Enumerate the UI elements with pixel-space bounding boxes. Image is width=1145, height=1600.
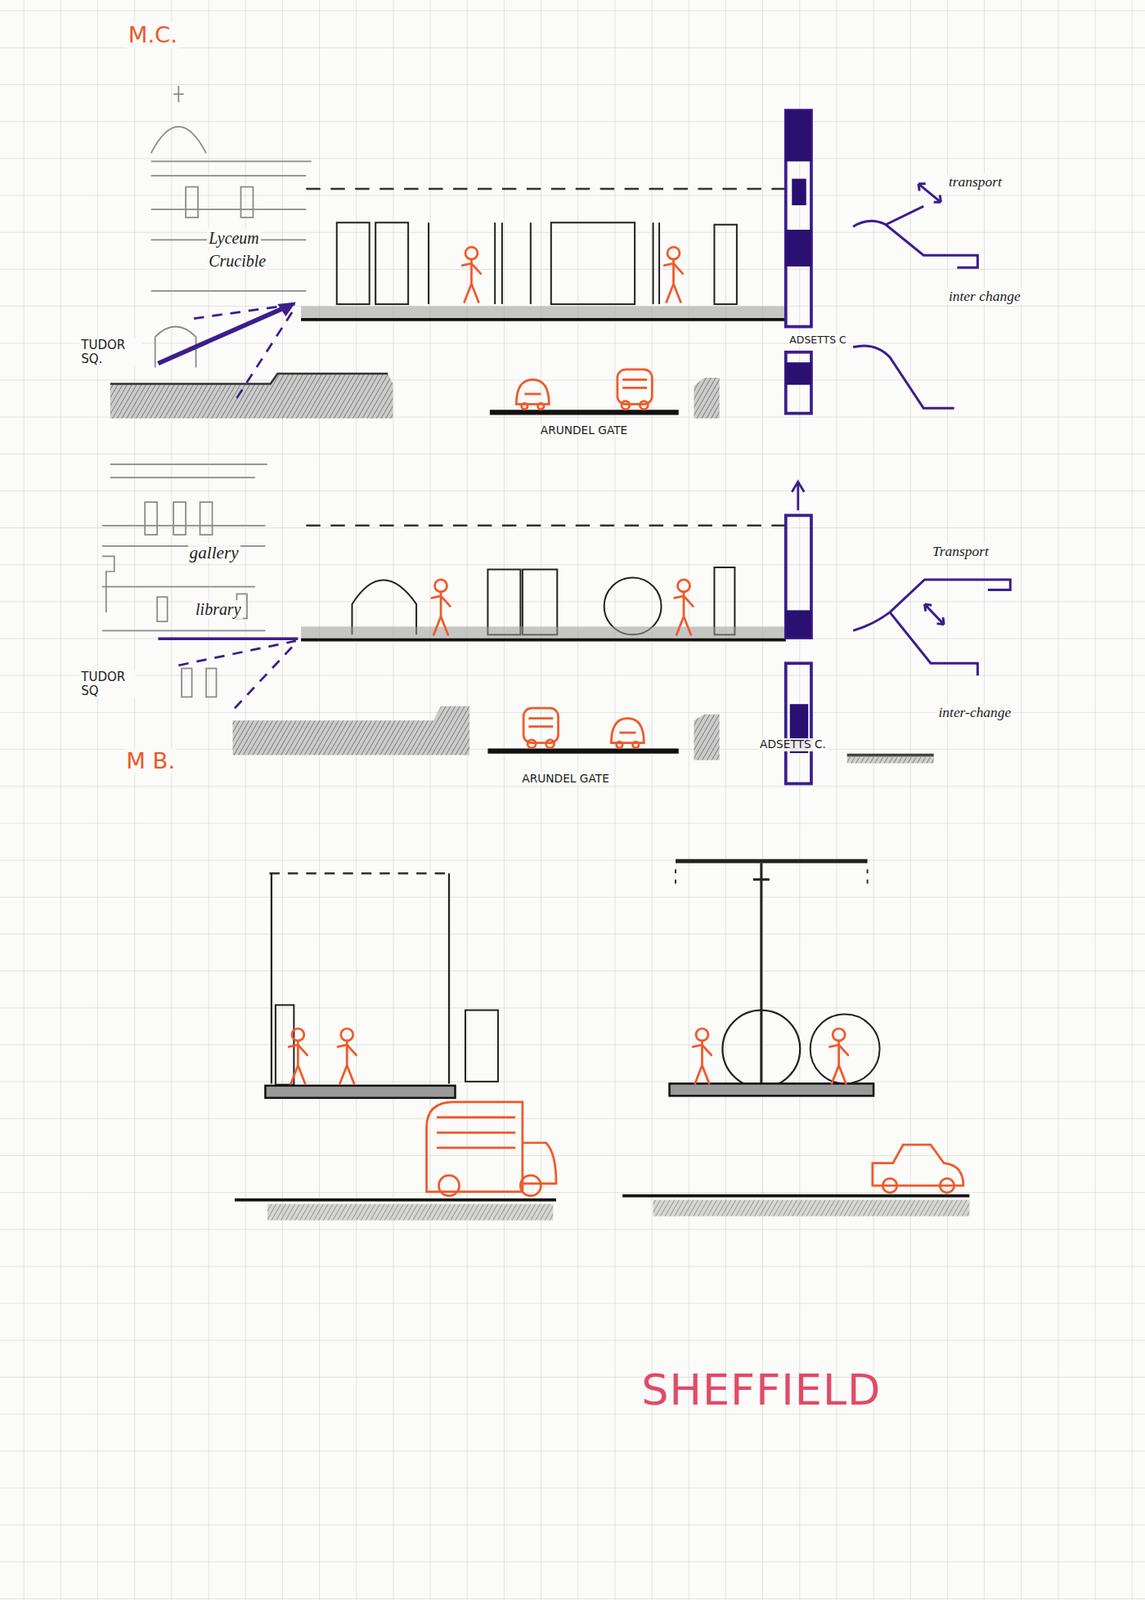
deck-shading bbox=[300, 626, 786, 641]
sketch-label: transport bbox=[947, 173, 1004, 190]
sketch-label: inter-change bbox=[936, 704, 1013, 721]
deck-shading bbox=[300, 306, 786, 321]
sketch-label: ARUNDEL GATE bbox=[538, 424, 629, 438]
person bbox=[664, 246, 683, 302]
transport-interchange bbox=[853, 579, 1011, 676]
tudor-link bbox=[157, 302, 296, 399]
person bbox=[462, 246, 481, 302]
ground-line bbox=[847, 754, 934, 758]
roof-line bbox=[305, 188, 791, 190]
sketch-label: inter change bbox=[947, 287, 1023, 305]
road bbox=[489, 409, 679, 415]
building-mb bbox=[102, 464, 268, 697]
sketch-label: ARUNDEL GATE bbox=[520, 772, 611, 786]
ground bbox=[693, 714, 719, 761]
ground bbox=[232, 706, 469, 756]
bus bbox=[523, 708, 558, 749]
stamp-text: SHEFFIELD bbox=[639, 1365, 883, 1415]
sketch-label: TUDOR SQ bbox=[79, 670, 136, 699]
tudor-link bbox=[178, 641, 296, 709]
display-panels bbox=[336, 222, 737, 305]
sketch-label: library bbox=[193, 600, 243, 620]
sketch-label: M.C. bbox=[126, 22, 180, 49]
ground bbox=[110, 373, 394, 419]
deck bbox=[300, 638, 786, 643]
car bbox=[516, 379, 549, 409]
sketch-label: gallery bbox=[188, 543, 241, 563]
sketch-label: TUDOR SQ. bbox=[79, 338, 142, 367]
sketch-label: ADSETTS C. bbox=[758, 738, 828, 752]
adsetts-column bbox=[785, 110, 812, 414]
building-mc bbox=[151, 85, 312, 368]
car bbox=[610, 718, 644, 749]
walkway-section bbox=[622, 861, 970, 1217]
sketch-label: M B. bbox=[124, 748, 177, 775]
person bbox=[431, 579, 450, 635]
person bbox=[674, 579, 693, 635]
road bbox=[487, 748, 679, 754]
deck bbox=[300, 318, 786, 322]
display-panels bbox=[351, 567, 735, 635]
roof-line bbox=[305, 525, 791, 527]
sketch-label: ADSETTS C bbox=[787, 334, 849, 346]
sketch-label: Lyceum bbox=[206, 229, 261, 248]
sketch-label: Transport bbox=[930, 543, 991, 560]
ground bbox=[693, 377, 719, 419]
bus bbox=[617, 369, 652, 410]
sketch-label: Crucible bbox=[206, 251, 268, 271]
tudor-link bbox=[157, 637, 298, 641]
ground bbox=[847, 757, 934, 764]
walkway-section bbox=[234, 873, 557, 1221]
